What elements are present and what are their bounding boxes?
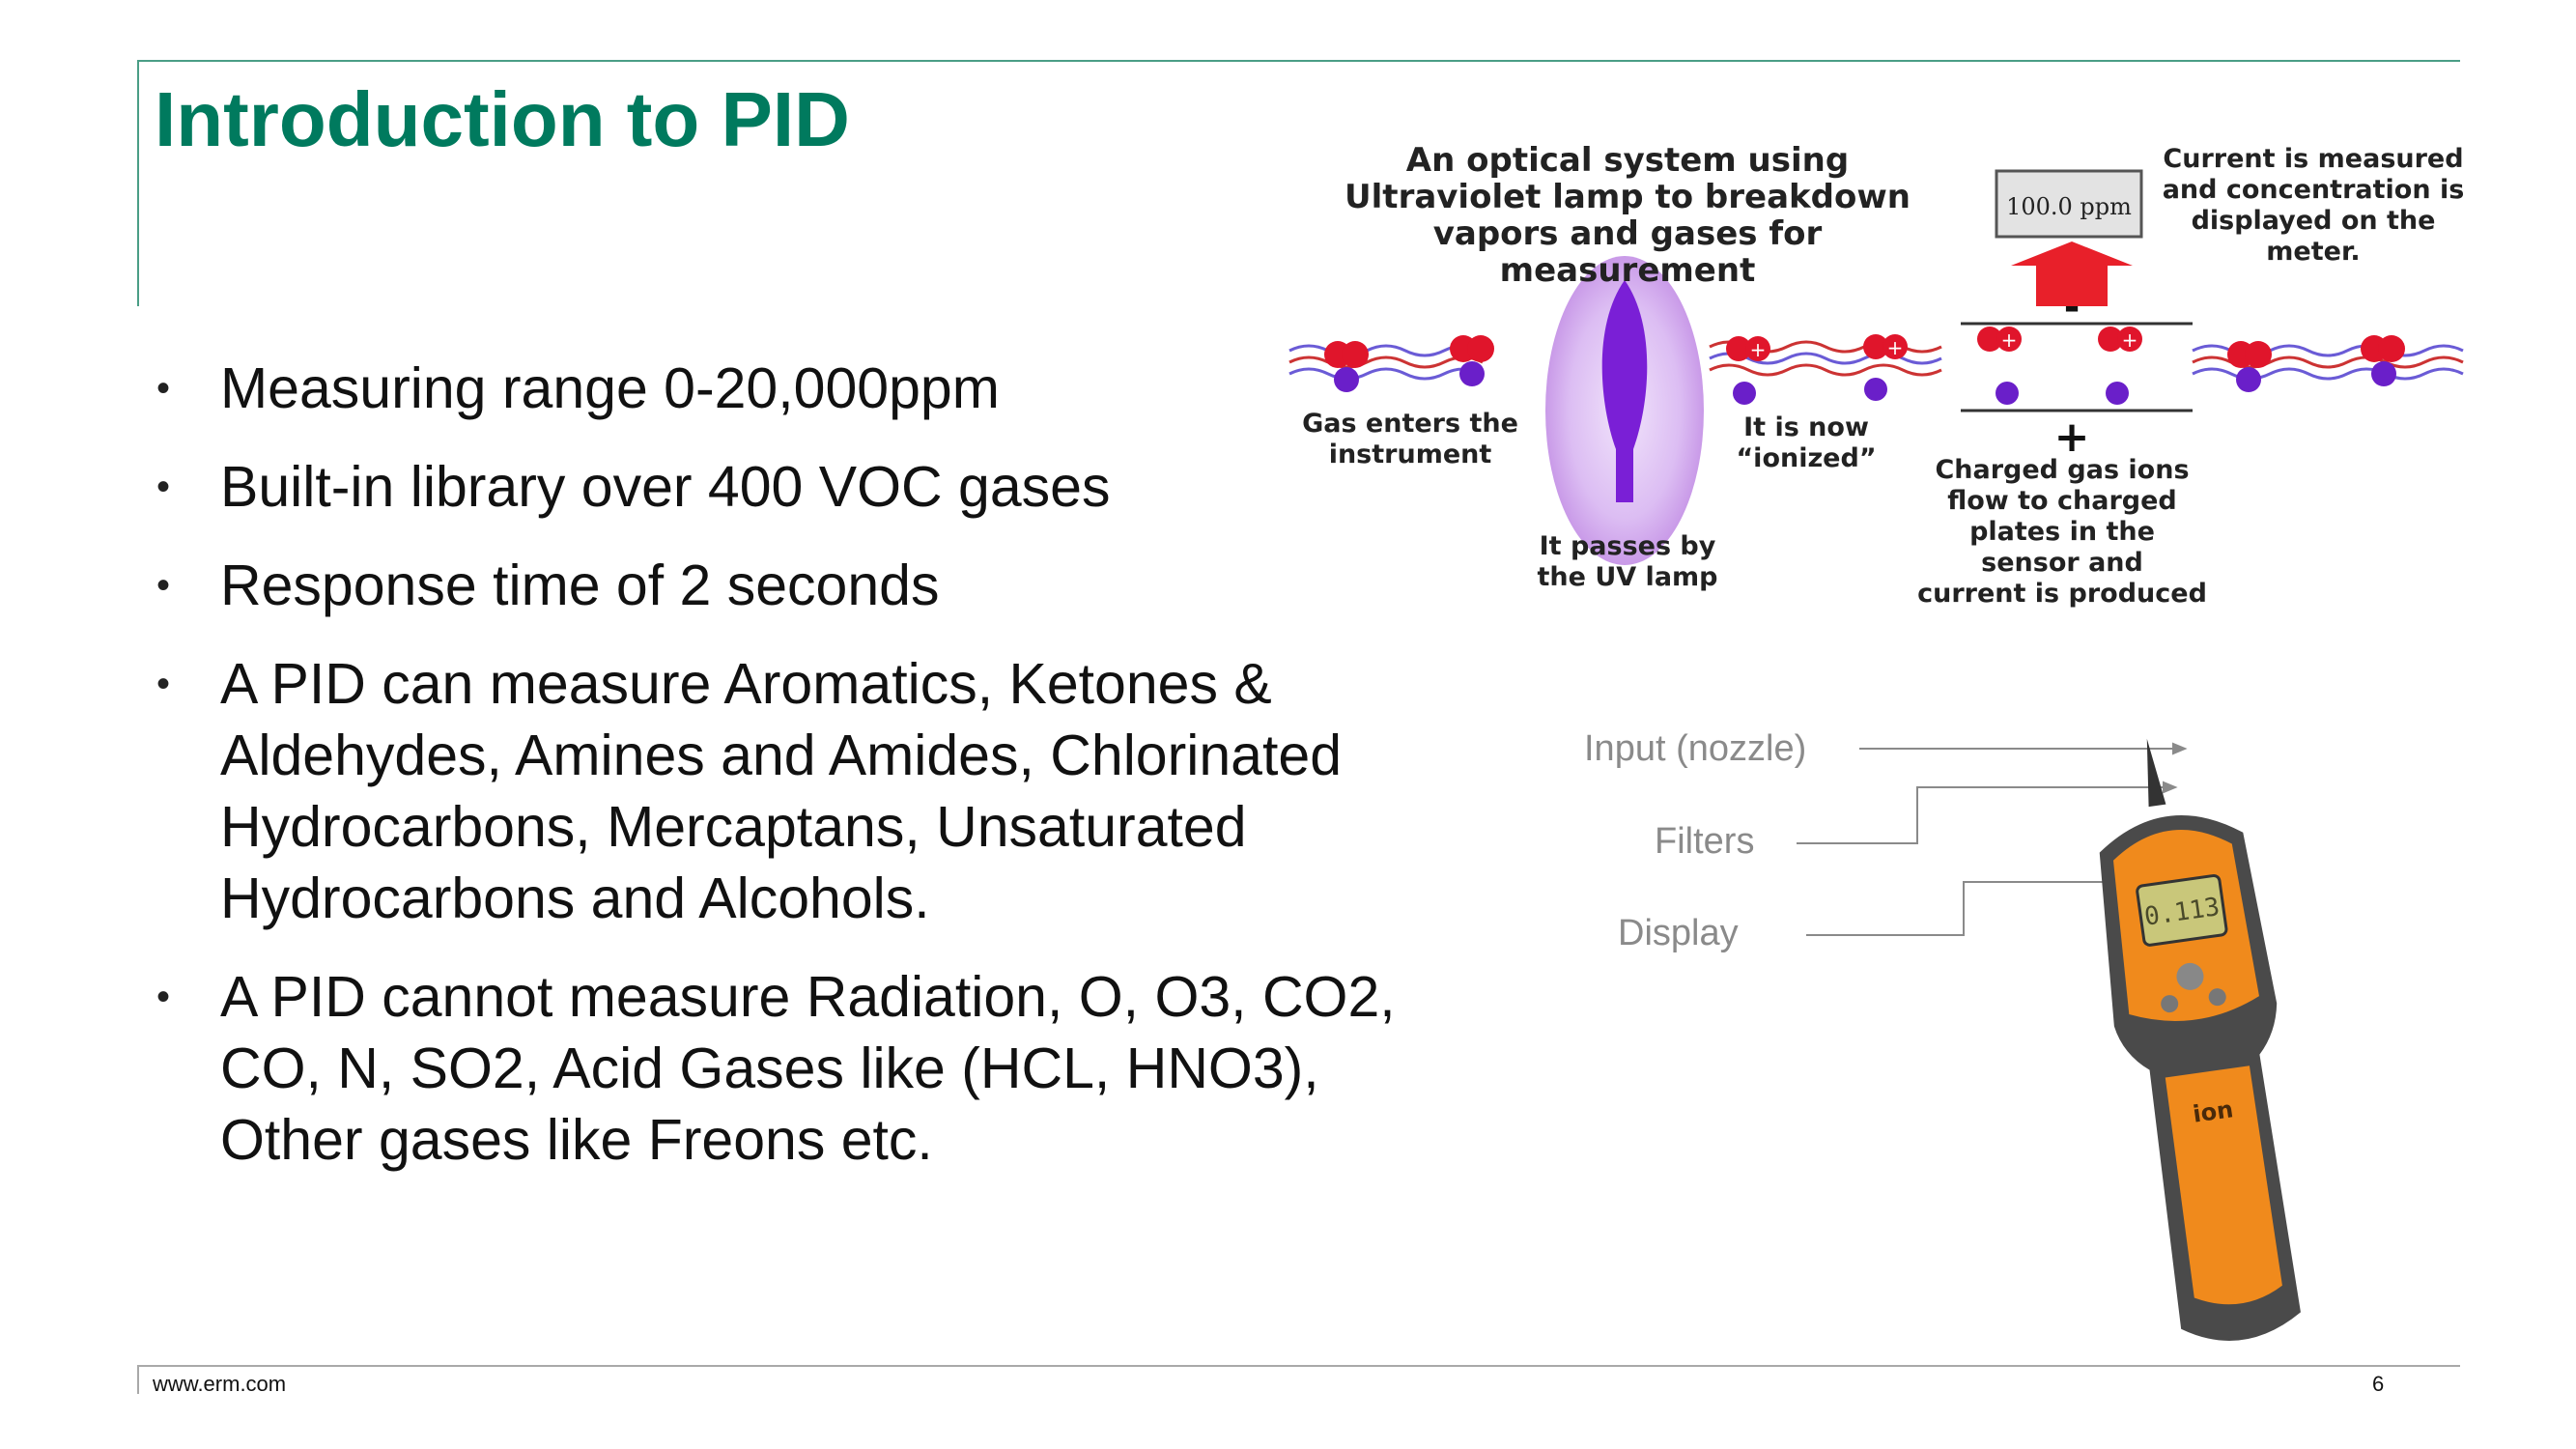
bullet-item: • A PID cannot measure Radiation, O, O3, … — [155, 961, 1439, 1176]
bullet-dot-icon: • — [156, 466, 171, 508]
frame-left-line — [137, 60, 139, 306]
meter-reading: 100.0 ppm — [2006, 193, 2132, 220]
charged-caption: Charged gas ions flow to charged plates … — [1917, 455, 2207, 609]
molecule-group-right — [2227, 335, 2405, 392]
frame-top-line — [137, 60, 2460, 62]
pid-device-figure: 0.113 ion Input (nozzle) Filters Display — [1584, 696, 2453, 1352]
frame-bottom-tick — [137, 1365, 139, 1394]
device-brand: ion — [2192, 1095, 2235, 1128]
slide-title: Introduction to PID — [155, 76, 850, 162]
meter-box — [1995, 169, 2143, 239]
red-arrow-up-icon — [2011, 242, 2133, 306]
bullet-text: A PID can measure Aromatics, Ketones & A… — [220, 652, 1343, 930]
device-graphic: 0.113 ion — [1797, 738, 2301, 1341]
bullet-list: • Measuring range 0-20,000ppm • Built-in l… — [155, 353, 1439, 1203]
bullet-dot-icon: • — [156, 564, 171, 607]
ion-plus-label: + — [2001, 328, 2018, 352]
uv-lamp-caption: It passes by the UV lamp — [1537, 531, 1718, 592]
pid-diagram-graphic: + + - + + + 100.0 ppm — [1288, 169, 2464, 565]
plus-sign: + — [2054, 412, 2090, 462]
bullet-text: Built-in library over 400 VOC gases — [220, 455, 1111, 519]
bullet-dot-icon: • — [156, 976, 171, 1018]
bullet-item: • Built-in library over 400 VOC gases — [155, 451, 1439, 523]
pid-process-diagram: + + - + + + 100.0 ppm — [1285, 130, 2473, 613]
label-filters: Filters — [1655, 821, 1755, 862]
molecule-group-left — [1324, 335, 1494, 392]
bullet-dot-icon: • — [156, 663, 171, 705]
optical-caption: An optical system using Ultraviolet lamp… — [1345, 141, 1911, 290]
charged-ions: + + — [1977, 327, 2142, 405]
ionized-caption: It is now “ionized” — [1736, 412, 1877, 473]
pid-instrument-icon: 0.113 ion — [2099, 738, 2301, 1341]
ion-plus-label: + — [2122, 328, 2138, 352]
bullet-dot-icon: • — [156, 367, 171, 410]
bullet-text: A PID cannot measure Radiation, O, O3, C… — [220, 965, 1396, 1172]
gas-stream-left — [1288, 344, 1484, 381]
label-input-nozzle: Input (nozzle) — [1584, 728, 1807, 769]
ion-plus-label: + — [1750, 338, 1767, 361]
current-caption: Current is measured and concentration is… — [2162, 144, 2465, 267]
label-display: Display — [1618, 913, 1739, 953]
page-number: 6 — [2372, 1372, 2385, 1396]
bullet-item: • Response time of 2 seconds — [155, 550, 1439, 621]
bullet-text: Response time of 2 seconds — [220, 554, 940, 617]
bullet-item: • Measuring range 0-20,000ppm — [155, 353, 1439, 424]
gas-enters-caption: Gas enters the instrument — [1302, 409, 1518, 469]
ion-plus-label: + — [1887, 336, 1904, 359]
frame-bottom-line — [137, 1365, 2460, 1367]
bullet-text: Measuring range 0-20,000ppm — [220, 356, 1000, 420]
uv-lamp — [1601, 280, 1648, 502]
footer-url: www.erm.com — [153, 1372, 287, 1396]
bullet-item: • A PID can measure Aromatics, Ketones & … — [155, 648, 1439, 934]
ionized-molecules: + + — [1726, 334, 1908, 405]
